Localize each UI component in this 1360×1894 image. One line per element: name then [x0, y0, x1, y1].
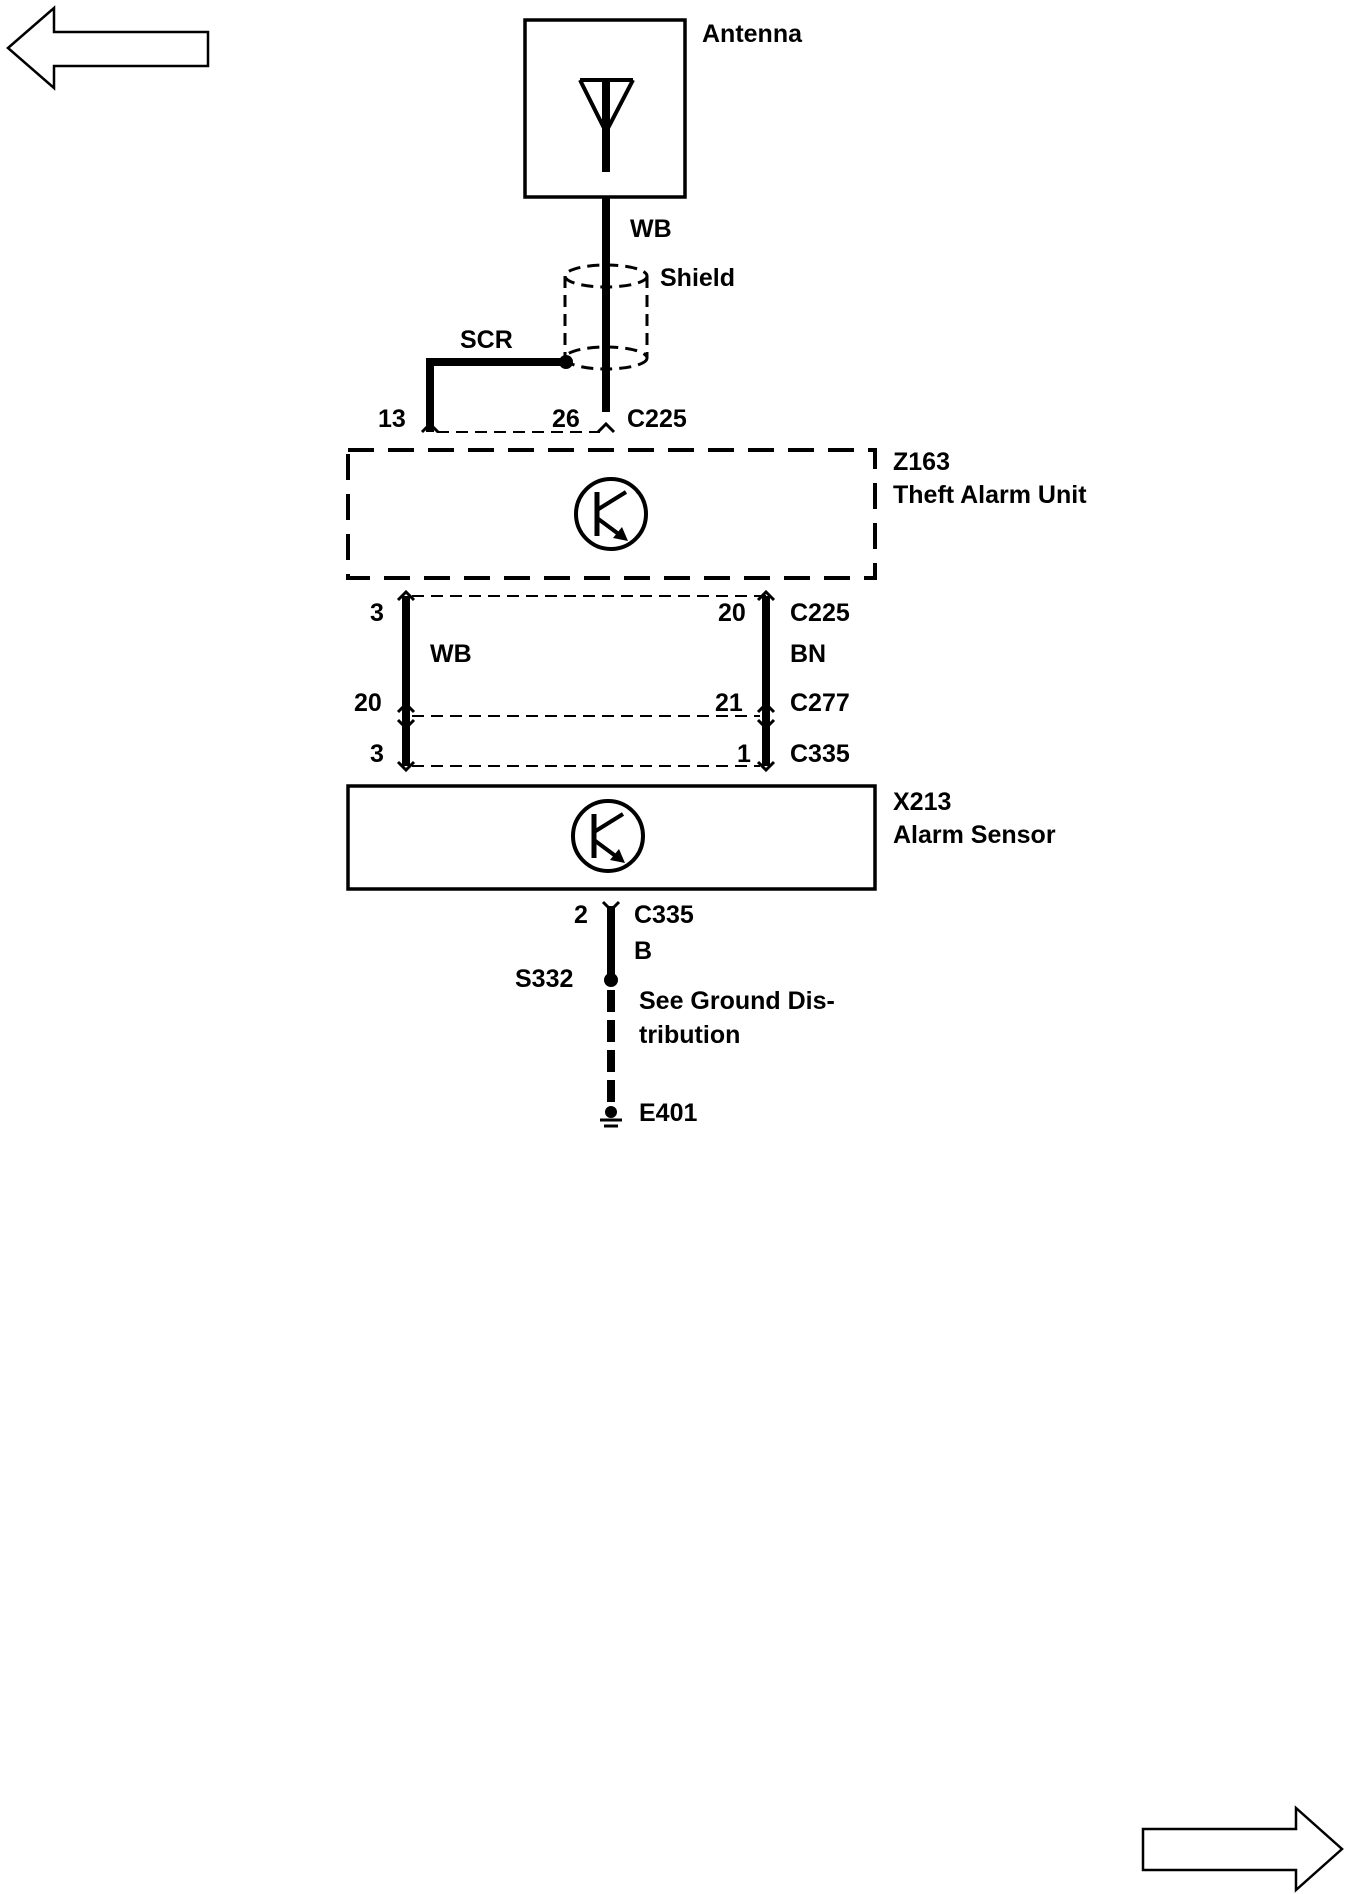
splice-s332-dot: [604, 973, 618, 987]
ground-note-line2[interactable]: tribution: [639, 1021, 740, 1049]
transistor-icon: [574, 477, 648, 551]
antenna-component: Antenna: [523, 18, 803, 199]
ground-point-id: E401: [639, 1099, 697, 1127]
c335-pin-left: 3: [370, 740, 384, 768]
forward-arrow-button[interactable]: [1141, 1805, 1344, 1893]
antenna-label: Antenna: [702, 20, 803, 48]
c277-pin-left: 20: [354, 689, 382, 717]
c225-top-id: C225: [627, 405, 687, 433]
alarm-sensor-name: Alarm Sensor: [893, 821, 1056, 849]
left-arrow-icon[interactable]: [6, 5, 210, 91]
c225-pin-right: 20: [718, 599, 746, 627]
right-wire-color: BN: [790, 640, 826, 668]
connector-c225-top: 13 26 C225: [378, 405, 687, 434]
alarm-sensor-id: X213: [893, 788, 951, 816]
screen-label: SCR: [460, 326, 513, 354]
shield-icon: [563, 263, 649, 371]
c225-top-pin-right: 26: [552, 405, 580, 433]
c277-pin-right: 21: [715, 689, 743, 717]
c225-top-pin-left: 13: [378, 405, 406, 433]
c225-id: C225: [790, 599, 850, 627]
c225-pin-left: 3: [370, 599, 384, 627]
splice-id: S332: [515, 965, 573, 993]
alarm-sensor: X213 Alarm Sensor: [346, 784, 1056, 891]
c277-id: C277: [790, 689, 850, 717]
shield-label: Shield: [660, 264, 735, 292]
top-wire-color-label: WB: [630, 215, 672, 243]
ground-wire-color: B: [634, 937, 652, 965]
theft-alarm-unit: Z163 Theft Alarm Unit: [346, 448, 1087, 580]
ground-icon: [600, 1106, 622, 1128]
screen-wire: [426, 358, 566, 432]
ground-connector: C335: [634, 901, 694, 929]
theft-alarm-unit-id: Z163: [893, 448, 950, 476]
antenna-icon: [578, 78, 635, 172]
alarm-sensor-box: [346, 784, 877, 891]
theft-alarm-unit-box: [346, 448, 877, 580]
c335-pin-right: 1: [737, 740, 751, 768]
ground-note-line1[interactable]: See Ground Dis-: [639, 987, 835, 1015]
sensor-harness: 3 20 C225 WB BN 20 21 C277 3 1 C335: [354, 589, 850, 773]
right-arrow-icon[interactable]: [1141, 1805, 1344, 1893]
left-wire-color: WB: [430, 640, 472, 668]
theft-alarm-unit-name: Theft Alarm Unit: [893, 481, 1087, 509]
back-arrow-button[interactable]: [6, 5, 210, 91]
ground-circuit: 2 C335 B S332 See Ground Dis- tribution …: [515, 900, 835, 1128]
ground-pin: 2: [574, 901, 588, 929]
shielded-cable: WB Shield SCR: [426, 197, 735, 432]
transistor-icon: [571, 799, 645, 873]
c335-id: C335: [790, 740, 850, 768]
